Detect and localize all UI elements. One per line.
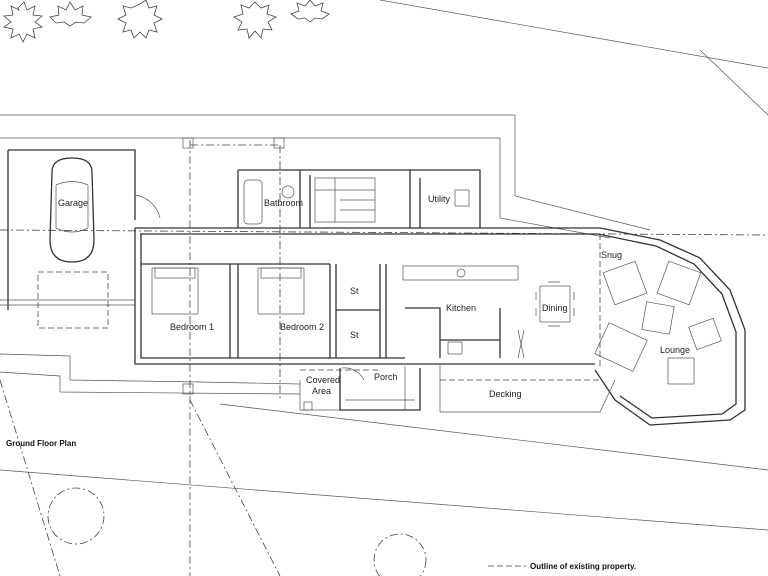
porch-decking bbox=[303, 364, 616, 413]
room-label-garage: Garage bbox=[58, 198, 88, 208]
plan-title: Ground Floor Plan bbox=[6, 439, 76, 448]
room-label-store-lower: St bbox=[350, 330, 359, 340]
room-label-area: Area bbox=[312, 386, 331, 396]
garage-area bbox=[0, 149, 161, 329]
room-label-dining: Dining bbox=[542, 303, 568, 313]
tree-symbols bbox=[3, 0, 330, 43]
section-lines bbox=[0, 137, 768, 576]
room-label-decking: Decking bbox=[489, 389, 522, 399]
room-label-lounge: Lounge bbox=[660, 345, 690, 355]
room-label-covered: Covered bbox=[306, 375, 340, 385]
furniture bbox=[151, 260, 722, 385]
room-label-bedroom2: Bedroom 2 bbox=[280, 322, 324, 332]
room-label-utility: Utility bbox=[428, 194, 450, 204]
existing-property-outline bbox=[300, 234, 601, 381]
room-label-bedroom1: Bedroom 1 bbox=[170, 322, 214, 332]
room-label-kitchen: Kitchen bbox=[446, 303, 476, 313]
legend: Outline of existing property. bbox=[488, 562, 636, 571]
room-label-bathroom: Bathroom bbox=[264, 198, 303, 208]
room-label-store-upper: St bbox=[350, 286, 359, 296]
house-walls bbox=[134, 169, 746, 426]
room-label-porch: Porch bbox=[374, 372, 398, 382]
room-label-snug: Snug bbox=[601, 250, 622, 260]
site-boundary-lines bbox=[0, 0, 768, 531]
legend-label: Outline of existing property. bbox=[530, 562, 636, 571]
